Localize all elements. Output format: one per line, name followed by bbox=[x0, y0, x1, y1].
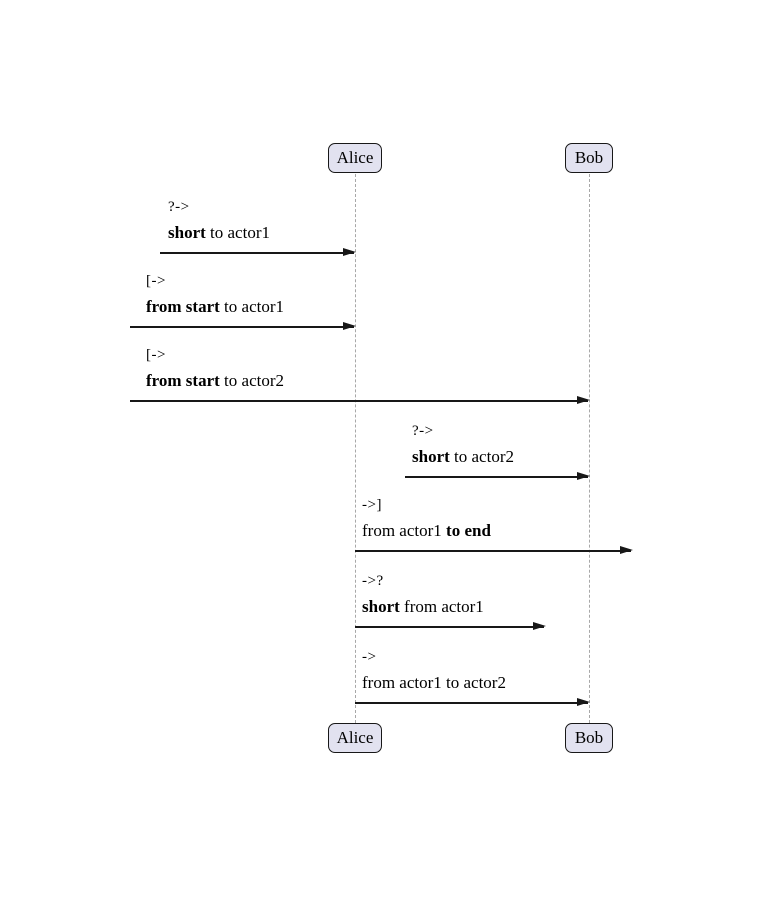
actor-box-bob-top: Bob bbox=[565, 143, 613, 173]
message-prefix-label: ->] bbox=[362, 497, 382, 513]
arrowhead-icon bbox=[533, 622, 546, 630]
message-label: ?-> short to actor1 bbox=[168, 195, 270, 246]
actor-label-alice: Alice bbox=[336, 148, 374, 167]
lifeline-alice bbox=[355, 174, 356, 723]
message-prefix-label: ->? bbox=[362, 573, 384, 589]
actor-box-alice-bottom: Alice bbox=[328, 723, 382, 753]
message-label: [-> from start to actor1 bbox=[146, 269, 284, 320]
message-label: -> from actor1 to actor2 bbox=[362, 645, 506, 696]
message-arrow-line bbox=[355, 626, 544, 628]
message-label: ->] from actor1 to end bbox=[362, 493, 491, 544]
arrowhead-icon bbox=[577, 396, 590, 404]
message-arrow-line bbox=[355, 550, 631, 552]
message-text-label: from actor1 to actor2 bbox=[362, 673, 506, 692]
message-prefix-label: ?-> bbox=[168, 199, 190, 215]
arrowhead-icon bbox=[577, 472, 590, 480]
message-label: ?-> short to actor2 bbox=[412, 419, 514, 470]
actor-label-bob: Bob bbox=[574, 728, 604, 747]
actor-box-bob-bottom: Bob bbox=[565, 723, 613, 753]
lifeline-bob bbox=[589, 174, 590, 723]
message-prefix-label: [-> bbox=[146, 273, 166, 289]
message-arrow-line bbox=[130, 400, 588, 402]
message-label: [-> from start to actor2 bbox=[146, 343, 284, 394]
arrowhead-icon bbox=[343, 322, 356, 330]
actor-label-bob: Bob bbox=[574, 148, 604, 167]
message-arrow-line bbox=[355, 702, 588, 704]
message-text-label: from start to actor1 bbox=[146, 297, 284, 316]
message-text-label: short to actor2 bbox=[412, 447, 514, 466]
arrowhead-icon bbox=[577, 698, 590, 706]
message-text-label: short to actor1 bbox=[168, 223, 270, 242]
message-text-label: from actor1 to end bbox=[362, 521, 491, 540]
arrowhead-icon bbox=[620, 546, 633, 554]
message-arrow-line bbox=[160, 252, 354, 254]
message-arrow-line bbox=[130, 326, 354, 328]
message-prefix-label: ?-> bbox=[412, 423, 434, 439]
message-label: ->? short from actor1 bbox=[362, 569, 484, 620]
message-arrow-line bbox=[405, 476, 588, 478]
actor-label-alice: Alice bbox=[336, 728, 374, 747]
actor-box-alice-top: Alice bbox=[328, 143, 382, 173]
message-text-label: short from actor1 bbox=[362, 597, 484, 616]
message-prefix-label: -> bbox=[362, 649, 377, 665]
arrowhead-icon bbox=[343, 248, 356, 256]
message-text-label: from start to actor2 bbox=[146, 371, 284, 390]
message-prefix-label: [-> bbox=[146, 347, 166, 363]
